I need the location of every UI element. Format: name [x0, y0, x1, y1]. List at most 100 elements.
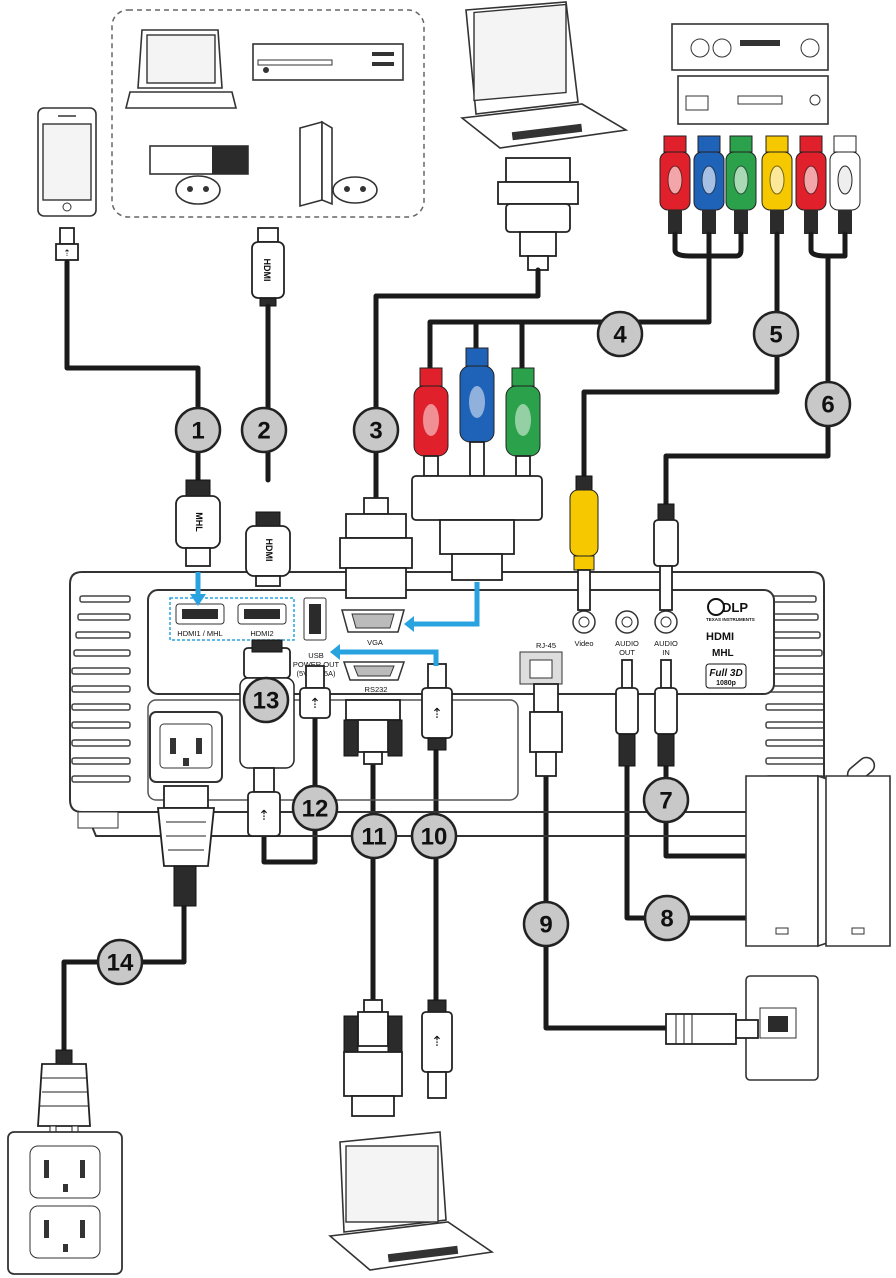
vga-port-label: VGA [367, 638, 383, 647]
rj45-port-label: RJ-45 [536, 641, 556, 650]
callout-5: 5 [752, 310, 800, 358]
vga-plug-bottom-icon [339, 497, 413, 599]
micro-usb-plug-icon: ⇡ [55, 227, 79, 261]
callout-8: 8 [643, 894, 691, 942]
rca-yellow-plug-top [761, 135, 793, 234]
playstation-console-icon [299, 120, 378, 208]
rca-yellow-plug-bottom [569, 475, 599, 611]
callout-6: 6 [804, 380, 852, 428]
smartphone-icon [37, 107, 97, 217]
callout-11: 11 [350, 812, 398, 860]
usb-power-out-port [303, 597, 327, 641]
rca-audio-white-plug [829, 135, 861, 234]
svg-text:2: 2 [257, 418, 270, 445]
usb-power-label-1: USB [308, 651, 323, 660]
rs232-port [342, 661, 406, 681]
power-plug-icon [37, 1049, 91, 1145]
ethernet-plug-icon [665, 1013, 759, 1045]
audio-in-port [654, 610, 678, 634]
component-to-vga-adapter-icon [411, 347, 543, 581]
component-plugs-top [659, 135, 861, 234]
audio-in-label-2: IN [662, 648, 670, 657]
usb-power-label-2: POWER OUT [293, 660, 340, 669]
video-port [572, 610, 596, 634]
svg-text:⇡: ⇡ [258, 807, 270, 823]
svg-text:7: 7 [659, 788, 672, 815]
hdmi2-port-label: HDMI2 [250, 629, 273, 638]
full3d-logo: Full 3D [709, 668, 742, 679]
callout-3: 3 [352, 406, 400, 454]
laptop-source-icon [124, 29, 238, 109]
power-inlet-icon [149, 711, 223, 783]
svg-text:⇡: ⇡ [431, 705, 443, 721]
svg-text:14: 14 [107, 950, 134, 977]
svg-text:10: 10 [421, 824, 448, 851]
svg-text:MHL: MHL [194, 512, 204, 532]
svg-text:4: 4 [613, 322, 627, 349]
usb-plug-bottom-icon: ⇡ [421, 999, 453, 1099]
dlp-logo: DLP [722, 600, 748, 615]
vcr-icon [671, 23, 829, 71]
laptop-vga-source-icon [459, 1, 629, 149]
svg-text:12: 12 [302, 796, 329, 823]
rs232-plug-bottom-icon [343, 999, 403, 1117]
rca-red-plug [659, 135, 691, 234]
callout-2: 2 [240, 406, 288, 454]
svg-text:3: 3 [369, 418, 382, 445]
hdmi1-port [175, 603, 225, 625]
hdmi1-port-label: HDMI1 / MHL [177, 629, 222, 638]
callout-9: 9 [522, 900, 570, 948]
audio-in-label-1: AUDIO [654, 639, 678, 648]
vga-plug-top-icon [497, 157, 579, 271]
audio-out-label-1: AUDIO [615, 639, 639, 648]
svg-text:9: 9 [539, 912, 552, 939]
svg-text:HDMI: HDMI [264, 539, 274, 562]
callout-10: 10 [410, 812, 458, 860]
hdmi-logo: HDMI [706, 631, 734, 643]
rj45-plug-icon [529, 683, 563, 777]
svg-text:8: 8 [660, 906, 673, 933]
ti-logo: TEXAS INSTRUMENTS [706, 617, 755, 622]
wall-outlet-icon [7, 1131, 123, 1275]
svg-text:5: 5 [769, 322, 782, 349]
speakers-icon [745, 774, 891, 948]
svg-text:⇡: ⇡ [309, 695, 321, 711]
svg-text:HDMI: HDMI [262, 259, 272, 282]
vga-port [341, 609, 405, 633]
video-sources-group [111, 9, 425, 218]
rca-green-plug [725, 135, 757, 234]
resolution-logo: 1080p [716, 680, 736, 687]
mhl-logo: MHL [712, 648, 734, 659]
rca-blue-plug [693, 135, 725, 234]
power-cord-plug-icon [157, 785, 215, 907]
callout-13: 13 [242, 676, 290, 724]
game-console-icon [149, 145, 249, 205]
rca-audio-red-plug [795, 135, 827, 234]
svg-text:6: 6 [821, 392, 834, 419]
svg-text:1: 1 [191, 418, 204, 445]
dvd-recorder-icon [677, 75, 829, 125]
ethernet-wall-jack-icon [745, 975, 819, 1081]
hdmi-port-group-outline [169, 597, 295, 641]
callout-1: 1 [174, 406, 222, 454]
audio-out-label-2: OUT [619, 648, 635, 657]
dvd-player-icon [252, 43, 404, 81]
callout-7: 7 [642, 776, 690, 824]
callout-14: 14 [96, 938, 144, 986]
usb-plug-12-icon: ⇡ [247, 767, 281, 837]
callout-12: 12 [291, 784, 339, 832]
hdmi-plug-bottom-icon: HDMI [245, 511, 291, 587]
mic-plug-icon [654, 659, 678, 767]
rs232-port-label: RS232 [365, 685, 388, 694]
usb-plug-10-icon: ⇡ [421, 663, 453, 751]
callout-4: 4 [596, 310, 644, 358]
svg-text:⇡: ⇡ [63, 248, 71, 258]
video-port-label: Video [574, 639, 593, 648]
laptop-bottom-icon [328, 1131, 495, 1271]
svg-text:⇡: ⇡ [431, 1033, 443, 1049]
hdmi-plug-icon: HDMI [251, 227, 285, 307]
svg-text:13: 13 [253, 688, 280, 715]
svg-text:11: 11 [361, 824, 386, 851]
audio-out-port [615, 610, 639, 634]
